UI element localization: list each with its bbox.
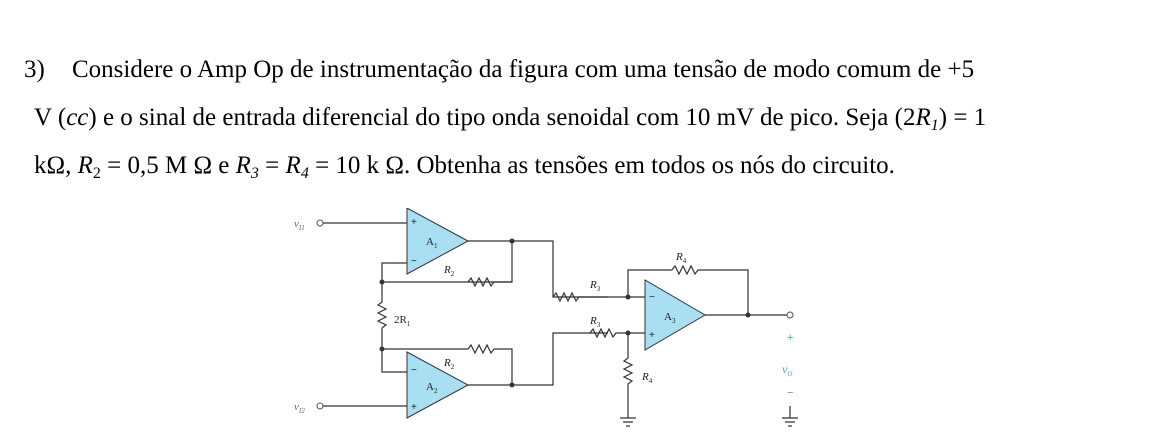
a2-plus: +: [411, 402, 417, 413]
line3-r3: R: [235, 152, 251, 179]
output-node: [745, 312, 751, 318]
problem-number: 3): [24, 56, 45, 83]
r2-top-label: R2: [443, 264, 455, 278]
vo-minus: −: [787, 387, 793, 399]
ground-output-icon: [782, 406, 798, 427]
vi1-label: vI1: [294, 218, 305, 232]
line3-part-b: = 0,5 M Ω e: [100, 152, 236, 179]
r3-top-label: R3: [589, 279, 601, 293]
a3-minus: −: [649, 292, 655, 303]
line3-part-d: = 10 k Ω. Obtenha as tensões em todos os…: [308, 152, 895, 179]
line2-r-sub: 1: [930, 117, 939, 134]
line2-r: R: [915, 104, 931, 131]
r1-top-node: [379, 279, 385, 285]
r2-bottom-resistor: [467, 343, 495, 355]
problem-line-1: 3) Considere o Amp Op de instrumentação d…: [24, 46, 1134, 94]
a1-minus: −: [411, 256, 417, 267]
vo-label: vO: [782, 362, 792, 378]
r4-feedback-left-wire: [627, 269, 672, 297]
problem-line-3: kΩ, R2 = 0,5 M Ω e R3 = R4 = 10 k Ω. Obt…: [24, 142, 1134, 190]
r2-bottom-label: R2: [443, 357, 455, 371]
vo-terminal: [786, 311, 794, 319]
vi1-terminal: [316, 219, 324, 227]
a1-output-wire: [468, 240, 608, 298]
line3-part-c: =: [258, 152, 286, 179]
line3-r2: R: [77, 152, 93, 179]
line2-part-b: ) e o sinal de entrada diferencial do ti…: [88, 104, 916, 131]
opamp-a1: [406, 208, 470, 275]
line3-r4-sub: 4: [300, 165, 309, 182]
vi2-terminal: [316, 402, 324, 410]
a2-output-wire: [468, 332, 608, 386]
line3-r2-sub: 2: [92, 165, 101, 182]
a2-feedback-wire: [494, 348, 513, 385]
instrumentation-amplifier-circuit: vI1 vI2 + − A1 − + A2 R2 R2 2R1 R3 R3 − …: [294, 208, 798, 427]
r3-bottom-label: R3: [589, 315, 601, 329]
problem-line-2: V (cc) e o sinal de entrada diferencial …: [24, 94, 1134, 142]
r4-top-resistor: [671, 264, 749, 315]
a1-label: A1: [426, 236, 438, 250]
line3-r3-sub: 3: [250, 165, 259, 182]
r4-bottom-label: R4: [641, 371, 653, 385]
vi2-label: vI2: [294, 401, 305, 415]
a3-label: A3: [664, 311, 676, 325]
a1-inverting-wire: [381, 262, 468, 283]
r4-bottom-resistor: [622, 333, 634, 418]
line2-cc: cc: [66, 104, 89, 131]
a2-label: A2: [426, 381, 438, 395]
r1-bottom-node: [379, 346, 385, 352]
r3-bottom-resistor: [589, 327, 645, 339]
a1-plus: +: [411, 217, 417, 228]
r4-top-label: R4: [675, 251, 687, 265]
a2-inverting-wire: [381, 348, 468, 373]
r1-resistor: [376, 282, 388, 349]
problem-statement: 3) Considere o Amp Op de instrumentação d…: [24, 46, 1134, 190]
r2-top-resistor: [467, 276, 495, 288]
a1-feedback-wire: [468, 241, 513, 283]
opamp-a3: [644, 279, 706, 351]
opamp-a2: [406, 351, 470, 419]
a2-minus: −: [411, 365, 417, 376]
problem-line-1-text: Considere o Amp Op de instrumentação da …: [72, 56, 975, 83]
line2-part-c: ) = 1: [938, 104, 987, 131]
a3-plus: +: [649, 330, 655, 341]
line3-r4: R: [285, 152, 301, 179]
r3-top-resistor: [552, 291, 645, 303]
ground-r4-icon: [620, 417, 636, 427]
line3-part-a: kΩ,: [34, 152, 78, 179]
vo-plus: +: [787, 332, 793, 344]
r1-label: 2R1: [394, 314, 411, 328]
line2-part-a: V (: [34, 104, 67, 131]
